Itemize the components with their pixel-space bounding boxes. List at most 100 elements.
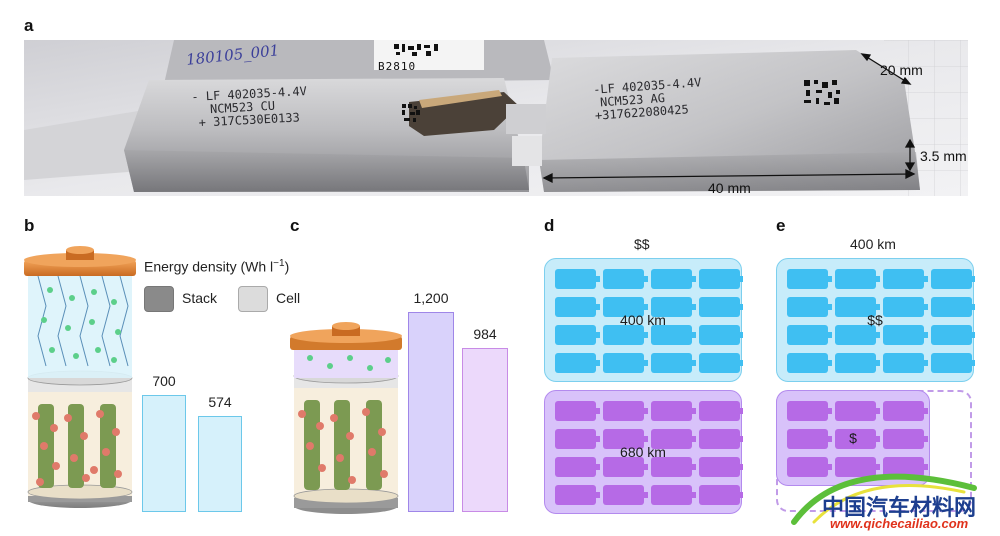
pack-cell-icon [699, 401, 740, 421]
pack-cell-terminal [828, 408, 832, 414]
watermark-url: www.qichecailiao.com [830, 516, 969, 531]
pack-cells-blue-d [555, 269, 743, 373]
pack-cell-icon [603, 269, 644, 289]
pack-cell-icon [651, 485, 692, 505]
battery-pack-lithium-e [776, 390, 930, 486]
left-cell-print: - LF 402035-4.4V NCM523 CU + 317C530E013… [191, 84, 308, 130]
panel-e-top-label: 400 km [850, 236, 896, 252]
pack-cell-terminal [740, 464, 743, 470]
pack-cell-icon [603, 353, 644, 373]
panel-label-d: d [544, 216, 555, 235]
pack-cell-terminal [596, 408, 600, 414]
pack-cell-terminal [596, 436, 600, 442]
pack-cell-terminal [828, 360, 832, 366]
pack-cell-terminal [876, 276, 880, 282]
pack-cell-terminal [596, 332, 600, 338]
watermark-title: 中国汽车材料网 [822, 496, 977, 521]
pack-cell-icon [787, 297, 828, 317]
legend-swatch-cell [238, 286, 268, 312]
pack-cells-blue-e [787, 269, 975, 373]
label-code: B2810 [378, 60, 417, 73]
bar-b-cell [198, 416, 242, 512]
pack-cell-terminal [692, 276, 696, 282]
pack-cell-terminal [644, 464, 648, 470]
pack-cell-icon [931, 325, 972, 345]
pack-cell-icon [835, 457, 876, 477]
pack-cell-icon [835, 297, 876, 317]
pack-cell-terminal [692, 304, 696, 310]
pack-cell-icon [555, 353, 596, 373]
pack-cell-terminal [692, 464, 696, 470]
pack-cell-icon [651, 325, 692, 345]
pack-cell-icon [699, 353, 740, 373]
pack-cell-icon [555, 429, 596, 449]
pack-cell-terminal [828, 436, 832, 442]
pack-cell-icon [555, 269, 596, 289]
pack-cell-terminal [740, 436, 743, 442]
legend-title-text: Energy density (Wh l [144, 258, 274, 275]
panel-label-a: a [24, 16, 34, 35]
pack-cell-terminal [596, 464, 600, 470]
pack-cell-terminal [596, 304, 600, 310]
dim-length-label: 40 mm [708, 180, 751, 196]
panel-label-c: c [290, 216, 300, 235]
pack-cell-terminal [876, 360, 880, 366]
panel-label-e: e [776, 216, 786, 235]
pack-cell-terminal [740, 360, 743, 366]
pack-cell-icon [883, 325, 924, 345]
pack-cell-terminal [692, 360, 696, 366]
pack-cell-terminal [924, 332, 928, 338]
pack-cell-terminal [876, 408, 880, 414]
pack-cell-icon [699, 269, 740, 289]
pack-cell-terminal [924, 276, 928, 282]
pack-cell-icon [883, 269, 924, 289]
pack-cell-terminal [828, 332, 832, 338]
pack-cell-icon [555, 401, 596, 421]
pack-cell-icon [931, 269, 972, 289]
pack-cell-icon [603, 429, 644, 449]
pack-cell-icon [787, 457, 828, 477]
pack-cell-terminal [876, 436, 880, 442]
pack-cell-icon [835, 429, 876, 449]
pack-cell-terminal [828, 464, 832, 470]
pack-cell-icon [651, 429, 692, 449]
right-cell-print: -LF 402035-4.4V NCM523 AG +317622080425 [592, 75, 702, 123]
pack-cell-terminal [828, 276, 832, 282]
pack-cell-icon [603, 401, 644, 421]
pack-cell-terminal [596, 360, 600, 366]
pack-cell-terminal [692, 332, 696, 338]
legend-title-sup: −1 [273, 258, 285, 269]
pack-cells-purple-e [787, 401, 928, 477]
pack-cell-icon [835, 401, 876, 421]
pack-cell-terminal [644, 276, 648, 282]
pack-cell-icon [883, 353, 924, 373]
pack-cell-terminal [924, 436, 928, 442]
legend-swatch-stack [144, 286, 174, 312]
legend-title: Energy density (Wh l−1) [144, 258, 289, 275]
pack-cost-high-label: $$ [867, 312, 883, 328]
pack-cell-icon [931, 297, 972, 317]
dim-thickness-label: 3.5 mm [920, 148, 967, 164]
pack-cell-terminal [692, 492, 696, 498]
pack-cell-icon [931, 353, 972, 373]
pack-cell-icon [651, 457, 692, 477]
bar-b-stack [142, 395, 186, 512]
pack-cell-icon [835, 325, 876, 345]
pack-cell-icon [555, 457, 596, 477]
pack-cell-terminal [972, 276, 975, 282]
pack-cell-terminal [644, 332, 648, 338]
pack-cell-terminal [596, 276, 600, 282]
pack-cell-terminal [692, 436, 696, 442]
pack-cell-icon [555, 485, 596, 505]
pack-680km-label: 680 km [620, 444, 666, 460]
legend-label-cell: Cell [276, 290, 301, 306]
pack-cell-terminal [924, 464, 928, 470]
pack-cell-terminal [876, 464, 880, 470]
pack-cell-terminal [596, 492, 600, 498]
bar-value-label-b-stack: 700 [152, 373, 176, 390]
bar-value-label-b-cell: 574 [208, 394, 232, 411]
pack-cell-icon [787, 429, 828, 449]
bar-c-stack [408, 312, 454, 512]
panel-d-top-label: $$ [634, 236, 650, 252]
pack-cell-terminal [644, 436, 648, 442]
